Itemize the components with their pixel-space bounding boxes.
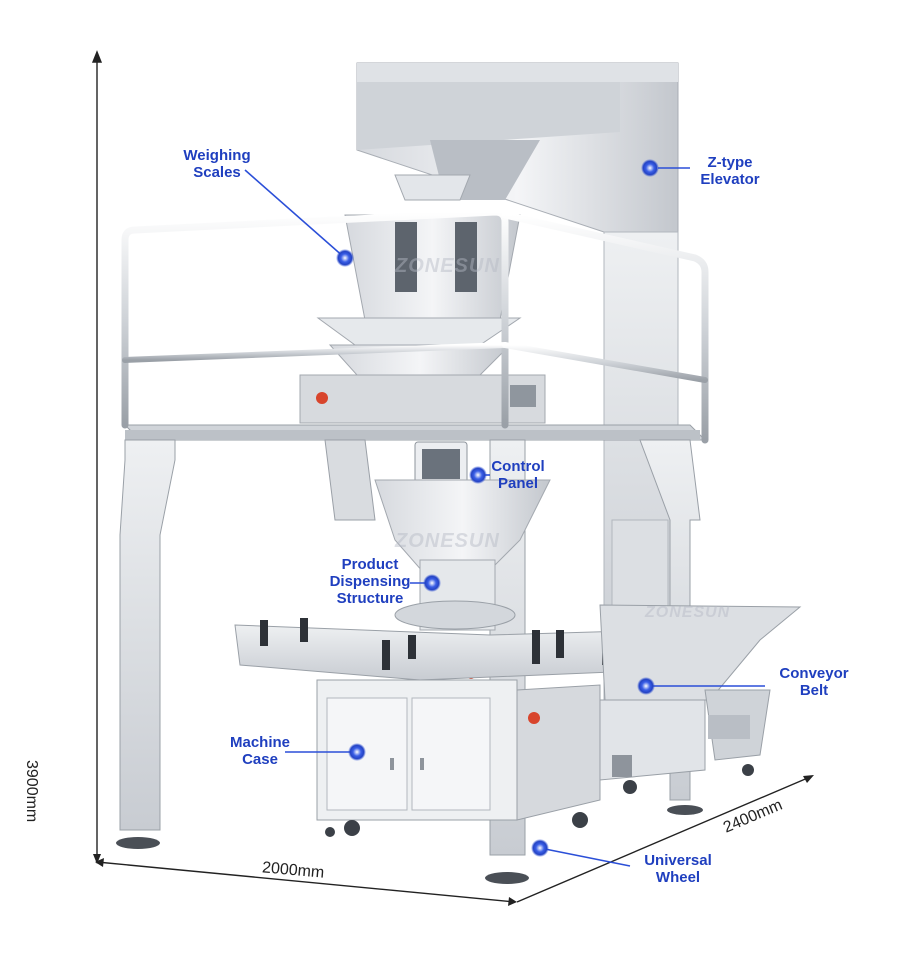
dot-universal-wheel	[531, 839, 549, 857]
conveyor-belt	[599, 604, 802, 794]
brand-watermark: ZONESUN	[645, 604, 731, 621]
label-conveyor-belt: Conveyor Belt	[779, 665, 849, 699]
brand-watermark: ZONESUN	[395, 255, 500, 277]
dimension-height: 3900mm	[23, 760, 40, 823]
callout-dots	[336, 159, 659, 857]
label-control-panel: Control Panel	[491, 458, 545, 492]
machine-case	[316, 679, 601, 837]
dot-product-dispensing	[423, 574, 441, 592]
dot-z-type-elevator	[641, 159, 659, 177]
control-panel	[414, 441, 468, 510]
dot-control-panel	[469, 466, 487, 484]
label-universal-wheel: Universal Wheel	[644, 852, 712, 886]
label-z-type-elevator: Z-type Elevator	[700, 154, 760, 188]
label-machine-case: Machine Case	[229, 734, 290, 768]
dimension-lines	[91, 50, 814, 906]
brand-watermark: ZONESUN	[395, 530, 500, 552]
callout-leaders	[244, 167, 765, 867]
label-product-dispensing-structure: Product Dispensing Structure	[329, 556, 411, 607]
dot-weighing-scales	[336, 249, 354, 267]
guard-rails	[121, 208, 709, 444]
platform-deck	[123, 424, 707, 441]
label-weighing-scales: Weighing Scales	[183, 147, 251, 181]
dot-conveyor-belt	[637, 677, 655, 695]
weighing-scales	[299, 174, 546, 424]
dot-machine-case	[348, 743, 366, 761]
